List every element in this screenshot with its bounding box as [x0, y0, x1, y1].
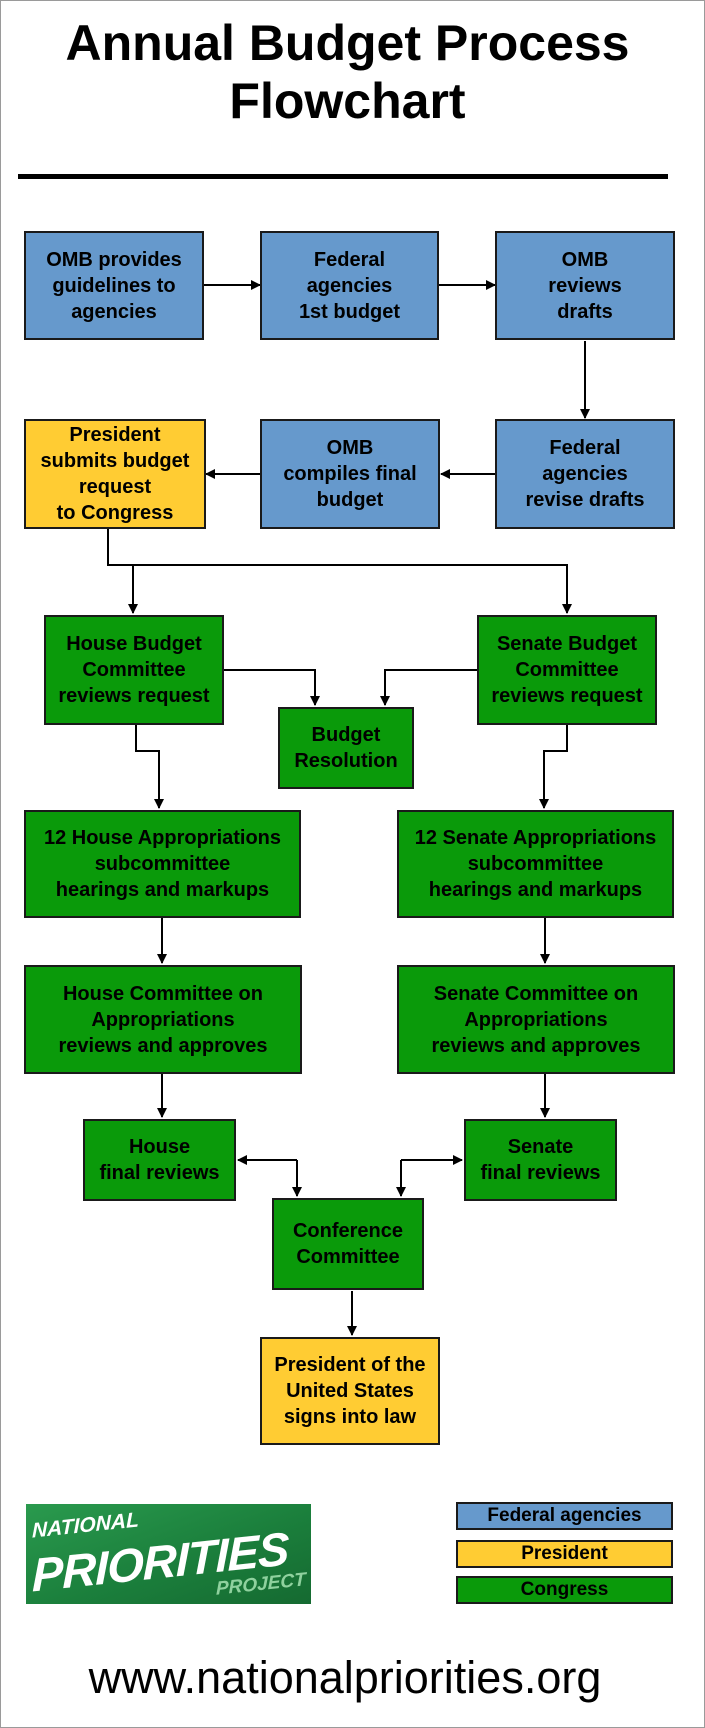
senate-approps-subcommittee-box: 12 Senate Appropriations subcommittee he… [397, 810, 674, 918]
house-final-reviews-box: House final reviews [83, 1119, 236, 1201]
house-committee-appropriations-box: House Committee on Appropriations review… [24, 965, 302, 1074]
title-divider [18, 174, 668, 179]
agencies-first-budget-label: Federal agencies 1st budget [298, 248, 401, 323]
senate-budget-committee-box: Senate Budget Committee reviews request [477, 615, 657, 725]
agencies-revise-label: Federal agencies revise drafts [525, 437, 645, 511]
budget-resolution-box: Budget Resolution [278, 707, 414, 789]
legend-congress: Congress [456, 1576, 673, 1604]
senate-approps-subcommittee-label: 12 Senate Appropriations subcommittee he… [414, 827, 657, 901]
president-signs-label: President of the United States signs int… [274, 1354, 426, 1428]
omb-reviews-box: OMB reviews drafts [495, 231, 675, 340]
agencies-revise-box: Federal agencies revise drafts [495, 419, 675, 529]
arrow-senate-budget-to-approps [539, 724, 568, 809]
legend-federal-agencies: Federal agencies [456, 1502, 673, 1530]
title-line-2: Flowchart [229, 73, 466, 129]
national-priorities-logo: NATIONAL PRIORITIES PROJECT [26, 1504, 311, 1604]
president-submits-label: President submits budget request to Cong… [40, 424, 190, 524]
omb-compiles-label: OMB compiles final budget [283, 437, 417, 511]
senate-committee-appropriations-label: Senate Committee on Appropriations revie… [431, 982, 641, 1057]
house-final-reviews-label: House final reviews [99, 1136, 220, 1184]
senate-budget-committee-label: Senate Budget Committee reviews request [491, 633, 643, 707]
president-submits-box: President submits budget request to Cong… [24, 419, 206, 529]
conference-committee-label: Conference Committee [292, 1220, 404, 1268]
legend-president: President [456, 1540, 673, 1568]
page-title: Annual Budget Process Flowchart [0, 14, 695, 130]
house-approps-subcommittee-label: 12 House Appropriations subcommittee hea… [43, 827, 282, 901]
senate-final-reviews-box: Senate final reviews [464, 1119, 617, 1201]
omb-guidelines-box: OMB provides guidelines to agencies [24, 231, 204, 340]
arrow-president-to-senate-budget [133, 564, 572, 614]
title-line-1: Annual Budget Process [65, 15, 630, 71]
omb-guidelines-label: OMB provides guidelines to agencies [46, 248, 182, 323]
senate-committee-appropriations-box: Senate Committee on Appropriations revie… [397, 965, 675, 1074]
logo-background [26, 1504, 311, 1604]
website-url: www.nationalpriorities.org [88, 1652, 602, 1703]
agencies-first-budget-box: Federal agencies 1st budget [260, 231, 439, 340]
arrow-house-budget-to-resolution [223, 669, 320, 706]
house-approps-subcommittee-box: 12 House Appropriations subcommittee hea… [24, 810, 301, 918]
senate-final-reviews-label: Senate final reviews [480, 1136, 601, 1184]
omb-compiles-box: OMB compiles final budget [260, 419, 440, 529]
house-committee-appropriations-label: House Committee on Appropriations review… [58, 982, 268, 1057]
conference-committee-box: Conference Committee [272, 1198, 424, 1290]
arrow-senate-budget-to-resolution [380, 669, 477, 706]
president-signs-box: President of the United States signs int… [260, 1337, 440, 1445]
budget-resolution-label: Budget Resolution [294, 724, 398, 772]
arrow-president-to-house-budget [107, 529, 138, 614]
arrow-house-budget-to-approps [135, 724, 164, 809]
omb-reviews-label: OMB reviews drafts [548, 248, 622, 323]
house-budget-committee-label: House Budget Committee reviews request [58, 633, 210, 707]
house-budget-committee-box: House Budget Committee reviews request [44, 615, 224, 725]
